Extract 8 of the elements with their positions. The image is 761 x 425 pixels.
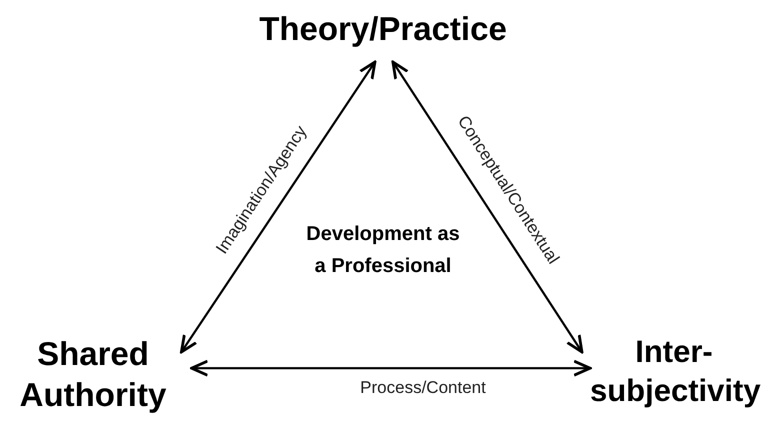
center-text: Development as a Professional bbox=[306, 223, 460, 279]
node-label: Theory/Practice bbox=[228, 8, 538, 56]
double-arrow bbox=[392, 60, 584, 354]
node-label: Shared Authority bbox=[8, 333, 178, 421]
double-arrow bbox=[180, 60, 376, 354]
node-label: Inter- subjectivity bbox=[590, 333, 758, 421]
edge-label: Process/Content bbox=[360, 378, 486, 398]
double-arrow bbox=[190, 360, 592, 377]
